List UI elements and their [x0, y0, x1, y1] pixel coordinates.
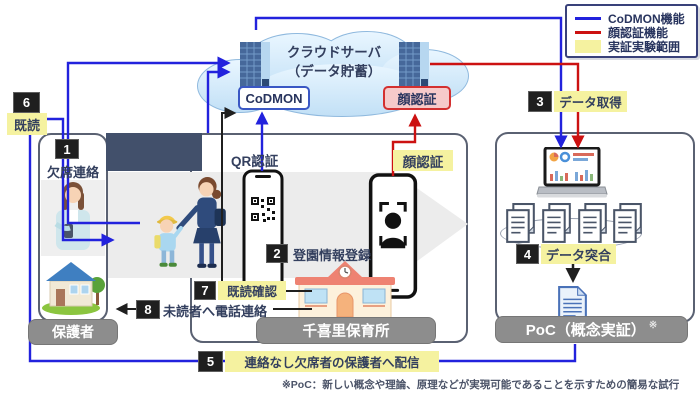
codmon-chip: CoDMON [238, 86, 310, 110]
poc-label: PoC（概念実証） ※ [495, 316, 688, 343]
legend-row-scope: 実証実験範囲 [575, 39, 688, 54]
legend-row-codmon: CoDMON機能 [575, 11, 688, 26]
step3-number: 3 [528, 91, 552, 112]
step4-label: データ突合 [541, 244, 616, 264]
poc-label-text: PoC（概念実証） [525, 322, 646, 339]
step7-number: 7 [194, 281, 216, 300]
document-stack-icon [506, 203, 535, 243]
step3-label: データ取得 [554, 91, 627, 112]
step1-number: 1 [55, 139, 79, 159]
step2-label: 登園情報登録 [293, 248, 372, 263]
mother-and-child-illustration [154, 177, 226, 268]
legend-row-face: 顔認証機能 [575, 25, 688, 40]
legend: CoDMON機能 顔認証機能 実証実験範囲 [565, 4, 698, 58]
document-stack-icon [578, 203, 607, 243]
nursery-label: 千喜里保育所 [256, 317, 436, 344]
step4-number: 4 [516, 244, 539, 264]
cloud-title-line2: （データ貯蓄） [286, 64, 382, 79]
step6-number: 6 [13, 92, 40, 113]
cloud-title-line1: クラウドサーバ [286, 45, 382, 60]
result-document-icon [558, 285, 588, 321]
face-line-swatch [575, 30, 601, 34]
server-icon [399, 42, 429, 88]
poc-footnote: ※PoC：新しい概念や理論、原理などが実現可能であることを示すための簡易な試行 [282, 379, 680, 391]
step7-label: 既読確認 [218, 281, 286, 300]
step5-label: 連絡なし欠席者の保護者へ配信 [225, 351, 439, 372]
step2-number: 2 [266, 244, 288, 263]
poc-footnote-mark: ※ [648, 320, 658, 331]
bridge-band [106, 133, 202, 171]
codmon-line-swatch [575, 16, 601, 20]
document-stack-icon [542, 203, 571, 243]
server-icon [240, 42, 270, 88]
cloud-title: クラウドサーバ （データ貯蓄） [258, 43, 410, 81]
step8-label: 未読者へ電話連絡 [163, 304, 268, 319]
step6-label: 既読 [7, 113, 47, 135]
scope-swatch [575, 39, 601, 53]
qr-auth-label: QR認証 [231, 154, 279, 169]
step5-number: 5 [198, 351, 223, 372]
legend-label: CoDMON機能 [608, 11, 685, 26]
step8-number: 8 [136, 300, 160, 319]
analysis-laptop-icon [536, 147, 608, 198]
face-auth-chip: 顔認証 [383, 86, 451, 110]
legend-label: 顔認証機能 [608, 25, 669, 40]
legend-label: 実証実験範囲 [608, 39, 681, 54]
face-auth-center-label: 顔認証 [393, 150, 453, 171]
house-illustration [42, 262, 105, 315]
guardian-label: 保護者 [28, 319, 118, 345]
document-stack-icon [613, 203, 642, 243]
nursery-building-illustration [295, 261, 395, 320]
step1-label: 欠席連絡 [46, 165, 99, 180]
